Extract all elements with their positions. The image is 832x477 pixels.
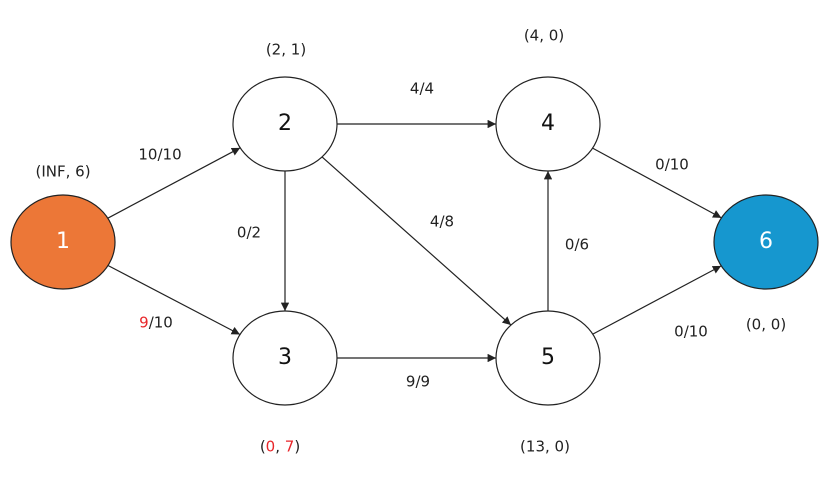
node-4-tag: (4, 0) [523, 26, 565, 45]
edge-5-6 [592, 265, 722, 335]
edge-label-2-3: 0/2 [236, 223, 262, 242]
edge-capacity: 10 [162, 145, 182, 164]
tag-a: 4 [529, 26, 540, 45]
node-1-label: 1 [56, 229, 70, 254]
node-3-tag: (0, 7) [259, 437, 301, 456]
edge-label-1-3: 9/10 [139, 313, 173, 332]
node-5 [495, 310, 601, 406]
edge-capacity: 2 [251, 223, 262, 242]
edge-flow: 10 [138, 145, 158, 164]
node-6-tag: (0, 0) [745, 315, 787, 334]
node-3 [232, 310, 338, 406]
edge-4-6 [592, 147, 722, 219]
edge-capacity: 10 [669, 155, 689, 174]
edge-label-2-4: 4/4 [409, 79, 435, 98]
node-1-tag: (INF, 6) [35, 162, 91, 181]
node-1 [10, 194, 116, 290]
node-3-label: 3 [278, 345, 292, 370]
node-2-label: 2 [278, 111, 292, 136]
tag-a: 13 [525, 437, 545, 456]
tag-a: 0 [751, 315, 762, 334]
edge-capacity: 4 [424, 79, 435, 98]
edge-label-5-6: 0/10 [674, 322, 708, 341]
node-6 [713, 194, 819, 290]
edge-label-3-5: 9/9 [405, 372, 431, 391]
edge-flow: 0 [236, 223, 247, 242]
edge-label-1-2: 10/10 [138, 145, 182, 164]
edge-flow: 4 [429, 212, 440, 231]
node-6-label: 6 [759, 229, 773, 254]
tag-a: 2 [271, 40, 282, 59]
tag-b: 6 [75, 162, 85, 181]
edge-capacity: 8 [444, 212, 455, 231]
edge-flow: 0 [564, 235, 575, 254]
node-5-label: 5 [541, 345, 555, 370]
edge-flow: 9 [139, 313, 149, 332]
edges-layer [107, 119, 722, 363]
edge-label-4-6: 0/10 [655, 155, 689, 174]
edge-flow: 0 [674, 322, 684, 341]
edge-flow: 4 [409, 79, 420, 98]
edge-capacity: 9 [420, 372, 431, 391]
edge-label-2-5: 4/8 [429, 212, 455, 231]
tag-a: 0 [265, 437, 276, 456]
node-5-tag: (13, 0) [520, 437, 570, 456]
edge-capacity: 10 [688, 322, 708, 341]
edge-label-5-4: 0/6 [564, 235, 590, 254]
tag-b: 0 [554, 437, 565, 456]
edge-1-3 [107, 264, 241, 336]
edge-capacity: 6 [579, 235, 590, 254]
tag-b: 0 [548, 26, 559, 45]
tag-b: 0 [770, 315, 781, 334]
edge-flow: 9 [405, 372, 416, 391]
node-2-tag: (2, 1) [265, 40, 307, 59]
tag-b: 1 [290, 40, 301, 59]
edge-flow: 0 [655, 155, 665, 174]
node-4 [495, 76, 601, 172]
edge-2-5 [321, 156, 512, 326]
nodes-layer [10, 76, 819, 406]
edge-capacity: 10 [153, 313, 173, 332]
tag-a: INF [41, 162, 66, 181]
tag-b: 7 [284, 437, 295, 456]
node-2 [232, 76, 338, 172]
node-4-label: 4 [541, 111, 555, 136]
edge-1-2 [107, 147, 241, 219]
